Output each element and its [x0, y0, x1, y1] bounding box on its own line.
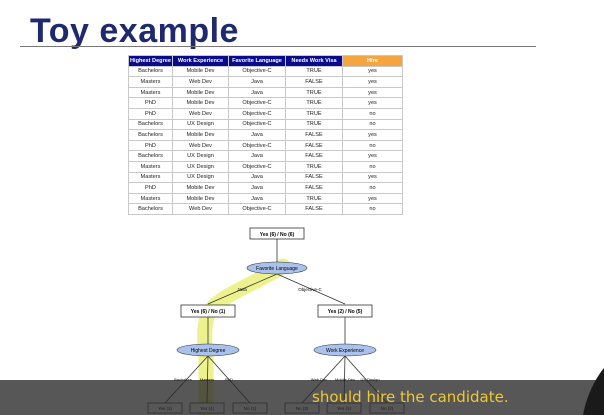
edge-label-masters: Masters: [200, 377, 214, 382]
slide-title: Toy example: [30, 12, 239, 50]
edge-label-bachelors: Bachelors: [174, 377, 192, 382]
favorite-language-label: Favorite Language: [256, 266, 298, 272]
highest-degree-node: [176, 343, 240, 357]
edge-label-web-dev: Web Dev: [311, 377, 327, 382]
edge-label-mobile-dev: Mobile Dev: [335, 377, 355, 382]
table-cell: no: [342, 203, 403, 215]
objc-count-label: Yes (2) / No (5): [328, 309, 363, 315]
title-divider: [20, 46, 536, 47]
edge-label-java: Java: [237, 287, 247, 292]
caption-overlay: [0, 380, 604, 415]
objc-count-node: [317, 304, 373, 318]
highest-degree-label: Highest Degree: [191, 348, 226, 354]
favorite-language-node: [246, 261, 308, 275]
root-node: [249, 227, 305, 240]
java-count-label: Yes (6) / No (1): [191, 309, 226, 315]
video-caption: should hire the candidate.: [312, 388, 509, 406]
work-experience-label: Work Experience: [326, 348, 364, 354]
root-node-label: Yes (6) / No (6): [260, 232, 295, 238]
edge-label-phd: PhD: [225, 377, 233, 382]
training-data-table: Highest Degree Work Experience Favorite …: [128, 55, 403, 215]
java-count-node: [180, 304, 236, 318]
work-experience-node: [313, 343, 377, 357]
edge-label-ux-design: UX Design: [360, 377, 379, 382]
edge-label-objective-c: Objective-C: [298, 287, 322, 292]
